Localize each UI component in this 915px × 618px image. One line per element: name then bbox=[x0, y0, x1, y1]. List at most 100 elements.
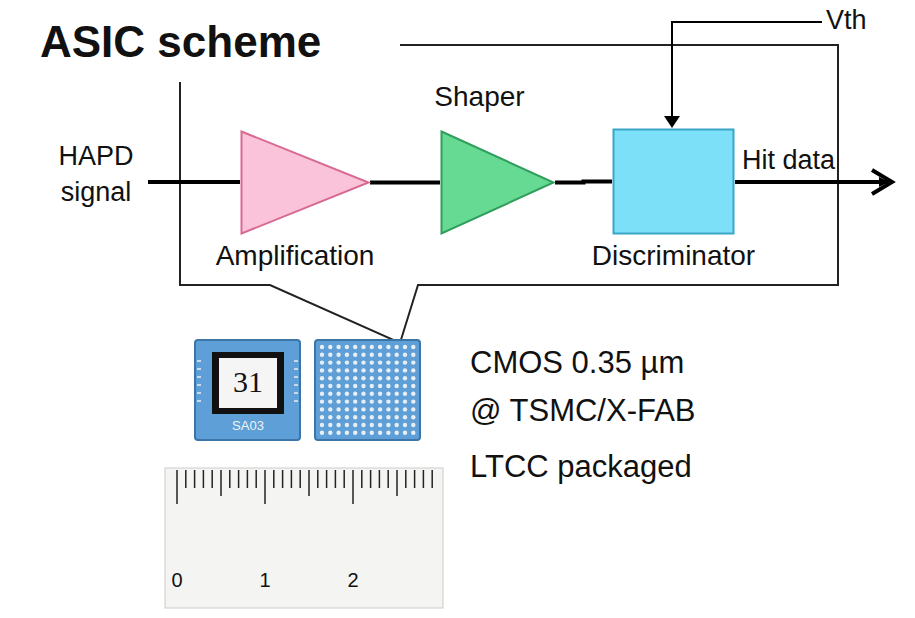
ruler-ticks bbox=[177, 470, 432, 504]
ruler-tick bbox=[352, 470, 354, 504]
solder-ball bbox=[336, 423, 340, 427]
solder-ball bbox=[361, 384, 365, 388]
solder-ball bbox=[411, 392, 415, 396]
solder-ball bbox=[328, 376, 332, 380]
solder-ball bbox=[370, 368, 374, 372]
solder-ball bbox=[386, 423, 390, 427]
solder-ball bbox=[361, 423, 365, 427]
ruler-tick bbox=[291, 470, 293, 488]
solder-ball bbox=[328, 423, 332, 427]
solder-ball bbox=[328, 431, 332, 435]
solder-ball bbox=[336, 415, 340, 419]
discriminator-box-outline bbox=[614, 130, 734, 234]
solder-ball bbox=[353, 360, 357, 364]
solder-ball bbox=[370, 392, 374, 396]
solder-ball bbox=[328, 345, 332, 349]
solder-ball bbox=[386, 399, 390, 403]
solder-ball bbox=[386, 407, 390, 411]
solder-ball bbox=[320, 353, 324, 357]
solder-ball bbox=[403, 353, 407, 357]
solder-ball bbox=[328, 392, 332, 396]
solder-ball bbox=[353, 368, 357, 372]
solder-ball bbox=[411, 407, 415, 411]
solder-ball bbox=[320, 415, 324, 419]
solder-ball bbox=[361, 407, 365, 411]
ruler-number: 2 bbox=[347, 568, 358, 592]
solder-ball bbox=[403, 384, 407, 388]
solder-ball bbox=[345, 345, 349, 349]
solder-ball bbox=[378, 392, 382, 396]
spec-text: @ TSMC/X-FAB bbox=[470, 392, 696, 429]
solder-ball bbox=[320, 384, 324, 388]
shaper-triangle-shape bbox=[440, 130, 555, 235]
node-label: Amplification bbox=[216, 239, 375, 273]
solder-ball bbox=[378, 376, 382, 380]
solder-ball bbox=[411, 415, 415, 419]
solder-ball bbox=[361, 376, 365, 380]
solder-ball bbox=[361, 368, 365, 372]
ruler-tick bbox=[308, 470, 310, 496]
solder-ball bbox=[370, 431, 374, 435]
solder-ball bbox=[403, 431, 407, 435]
solder-ball bbox=[353, 392, 357, 396]
solder-ball bbox=[395, 431, 399, 435]
solder-ball bbox=[353, 399, 357, 403]
input-wire bbox=[148, 180, 240, 184]
solder-ball bbox=[353, 353, 357, 357]
vth-arrowhead bbox=[664, 116, 680, 128]
solder-ball bbox=[320, 345, 324, 349]
solder-ball bbox=[411, 368, 415, 372]
solder-ball bbox=[403, 399, 407, 403]
ruler-tick bbox=[326, 470, 328, 488]
solder-ball bbox=[336, 376, 340, 380]
solder-ball bbox=[411, 353, 415, 357]
ruler-tick bbox=[185, 470, 187, 488]
ruler-tick bbox=[282, 470, 284, 488]
solder-ball bbox=[370, 407, 374, 411]
ball-grid bbox=[320, 345, 416, 435]
solder-ball bbox=[395, 392, 399, 396]
amplifier-triangle-outline bbox=[242, 132, 369, 234]
solder-ball bbox=[386, 360, 390, 364]
solder-ball bbox=[345, 415, 349, 419]
solder-ball bbox=[370, 376, 374, 380]
solder-ball bbox=[378, 368, 382, 372]
signal-name: Vth bbox=[826, 4, 867, 36]
solder-ball bbox=[403, 415, 407, 419]
solder-ball bbox=[386, 392, 390, 396]
ruler-tick bbox=[343, 470, 345, 488]
solder-ball bbox=[361, 345, 365, 349]
amplifier-triangle: Amplification bbox=[240, 130, 370, 235]
ruler-tick bbox=[396, 470, 398, 496]
solder-ball bbox=[328, 353, 332, 357]
solder-ball bbox=[411, 423, 415, 427]
ruler-tick bbox=[238, 470, 240, 488]
output-arrowhead bbox=[872, 170, 892, 194]
solder-ball bbox=[395, 353, 399, 357]
ruler-tick bbox=[423, 470, 425, 488]
ruler-number: 1 bbox=[259, 568, 270, 592]
solder-ball bbox=[320, 407, 324, 411]
solder-ball bbox=[386, 415, 390, 419]
solder-ball bbox=[411, 360, 415, 364]
diagram-title: ASIC scheme bbox=[40, 16, 321, 69]
solder-ball bbox=[336, 368, 340, 372]
solder-ball bbox=[395, 415, 399, 419]
ruler-tick bbox=[299, 470, 301, 488]
solder-ball bbox=[336, 360, 340, 364]
solder-ball bbox=[370, 360, 374, 364]
signal-name: Hit data bbox=[740, 144, 837, 176]
solder-ball bbox=[336, 399, 340, 403]
solder-ball bbox=[395, 384, 399, 388]
ruler-tick bbox=[255, 470, 257, 488]
chip-label bbox=[219, 358, 277, 408]
solder-ball bbox=[378, 353, 382, 357]
chip-number: 31 bbox=[233, 364, 263, 400]
solder-ball bbox=[353, 376, 357, 380]
spec-text: CMOS 0.35 µm bbox=[470, 344, 684, 381]
signal-name: HAPD signal bbox=[40, 138, 152, 211]
ruler-tick bbox=[431, 470, 433, 488]
solder-ball bbox=[386, 384, 390, 388]
ruler-tick bbox=[405, 470, 407, 488]
output-wire bbox=[735, 180, 888, 184]
